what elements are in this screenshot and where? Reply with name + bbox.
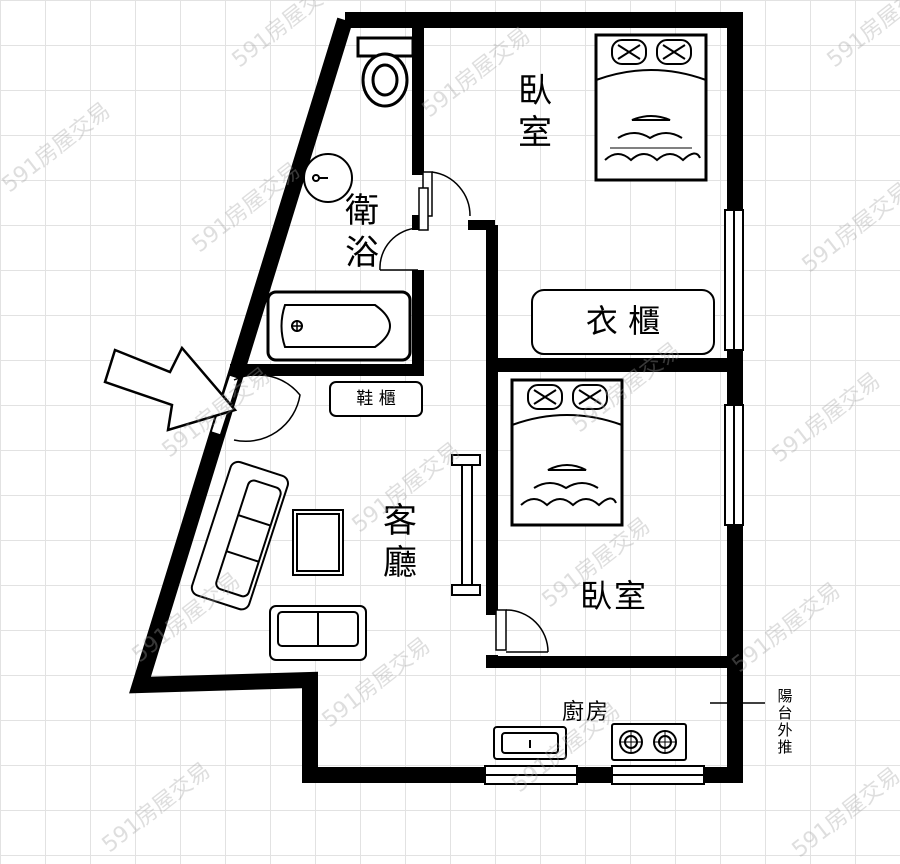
loveseat-icon xyxy=(269,605,367,661)
bedroom-main-label: 臥室 xyxy=(518,71,554,153)
bathtub-icon xyxy=(266,290,412,362)
tv-cabinet-icon xyxy=(451,454,481,596)
kitchen-label: 廚房 xyxy=(562,700,611,725)
bath-sink-icon xyxy=(303,153,353,203)
kitchen-sink-icon xyxy=(493,726,567,760)
living-room-label: 客廳 xyxy=(383,501,419,583)
balcony-label: 陽台外推 xyxy=(777,687,793,756)
bathroom-label: 衛浴 xyxy=(345,191,381,273)
floor-plan xyxy=(103,12,765,785)
windows xyxy=(484,209,744,785)
interior-walls xyxy=(230,20,735,668)
shoe-cabinet-box xyxy=(329,381,423,417)
exterior-walls xyxy=(129,12,743,783)
bed-icon-main xyxy=(594,33,708,182)
bed-icon-second xyxy=(510,378,624,527)
entrance-arrow xyxy=(103,345,238,432)
wardrobe-label: 衣 櫃 xyxy=(585,302,661,340)
sofa-icon xyxy=(190,460,289,611)
shoe-cabinet-label: 鞋 櫃 xyxy=(356,389,396,409)
coffee-table-icon xyxy=(292,509,344,576)
wardrobe-box xyxy=(531,289,715,355)
stove-icon xyxy=(611,723,687,761)
bedroom-second-label: 臥室 xyxy=(580,577,649,615)
toilet-icon xyxy=(356,36,415,108)
